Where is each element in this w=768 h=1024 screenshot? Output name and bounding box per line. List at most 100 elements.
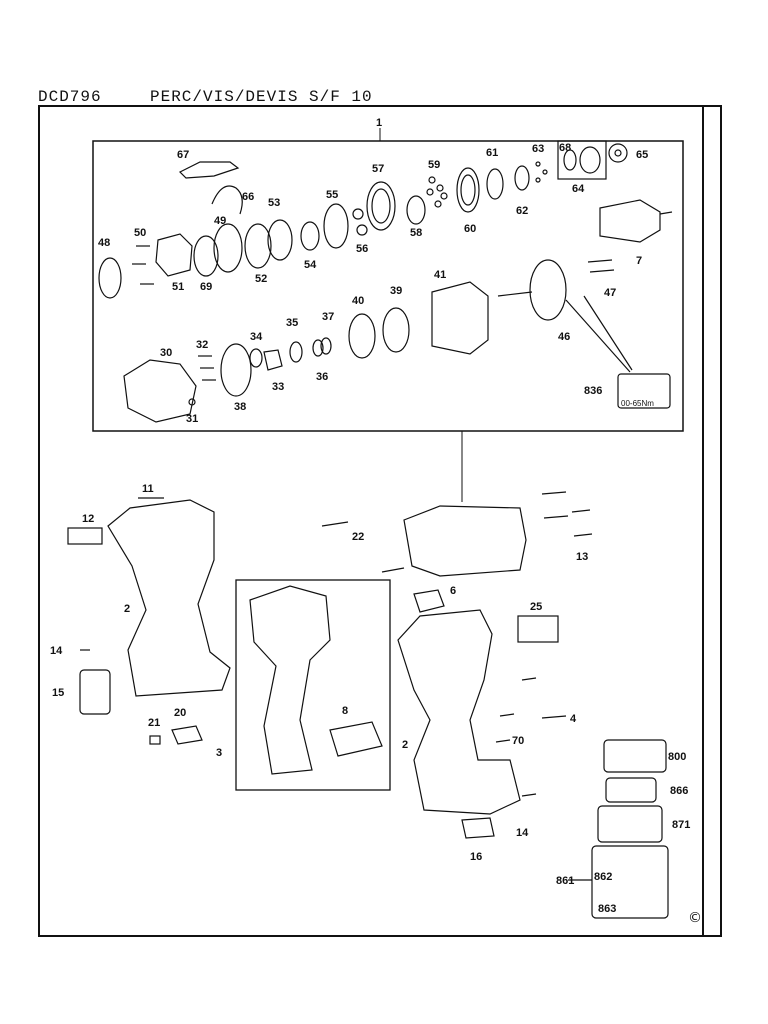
part-7-chuck-tip [659,211,673,215]
callout-14-top: 14 [50,645,63,657]
accessory-871-box [597,805,663,843]
part-21-part [149,735,161,745]
part-35-ring [289,341,303,363]
part-16-part [461,817,495,839]
part-36-ring [320,337,332,355]
part-60-ring [456,167,480,213]
part-55-ring [323,203,349,249]
callout-53: 53 [268,197,280,209]
part-38-ring [220,343,252,397]
callout-55: 55 [326,189,338,201]
part-4-screw [521,677,537,681]
part-34-part [249,348,263,368]
part-13-screw [543,515,569,519]
callout-866: 866 [670,785,688,797]
callout-6: 6 [450,585,456,597]
part-2-drill-body [397,609,521,815]
part-67-clip [178,161,240,179]
callout-48: 48 [98,237,110,249]
part-39-ring [382,307,410,353]
part-33-part [263,349,283,371]
callout-66: 66 [242,191,254,203]
callout-61: 61 [486,147,498,159]
callout-11: 11 [142,483,154,495]
callout-14-bottom: 14 [516,827,529,839]
part-59-ball [434,200,442,208]
part-49-washer [213,223,243,273]
part-56-gear [352,208,364,220]
callout-51: 51 [172,281,184,293]
part-22-pin-b [381,567,405,573]
part-53-plate [267,219,293,261]
part-51-housing [155,233,193,277]
callout-2-housing: 2 [124,603,130,615]
part-4-screw [495,739,511,743]
callout-35: 35 [286,317,298,329]
callout-56: 56 [356,243,368,255]
callout-33: 33 [272,381,284,393]
callout-39: 39 [390,285,402,297]
part-59-ball [436,184,444,192]
part-66-spring [211,185,243,215]
callout-65: 65 [636,149,648,161]
part-68-ring [563,149,577,171]
accessory-861-case [591,845,669,919]
callout-836: 836 [584,385,602,397]
part-8-switch [329,721,383,757]
part-69-plate [193,235,219,277]
part-46-shaft [497,291,533,297]
part-20-part [171,725,203,745]
callout-63: 63 [532,143,544,155]
callout-2-drill: 2 [402,739,408,751]
part-22-pin [321,521,349,527]
callout-25: 25 [530,601,542,613]
torque-spec: 00-65Nm [621,399,654,408]
callout-1: 1 [376,117,382,129]
accessory-866-box [605,777,657,803]
part-6-part [413,589,445,613]
callout-57: 57 [372,163,384,175]
part-836-torque-badge [617,373,671,409]
part-52-ring [244,223,272,269]
part-2-housing-half [107,499,231,697]
callout-16: 16 [470,851,482,863]
part-7-chuck [599,199,661,243]
callout-68: 68 [559,142,571,154]
part-3-handle-assembly [249,585,331,775]
callout-861: 861 [556,875,574,887]
page-frame [38,105,722,937]
part-15-clip [79,669,111,715]
callout-36: 36 [316,371,328,383]
callout-64: 64 [572,183,585,195]
callout-38: 38 [234,401,246,413]
callout-69: 69 [200,281,212,293]
leader-836-a [583,295,633,371]
part-13-screw [573,533,593,537]
callout-30: 30 [160,347,172,359]
part-41-cylinder [431,281,489,355]
part-64-68-box [557,140,607,180]
callout-871: 871 [672,819,690,831]
part-64-bearing [579,146,601,174]
part-65-washer [608,143,628,163]
part-48-disc [98,257,122,299]
callout-8: 8 [342,705,348,717]
callout-7: 7 [636,255,642,267]
copyright-mark: © [688,910,702,926]
callout-40: 40 [352,295,364,307]
callout-37: 37 [322,311,334,323]
part-30-housing [123,359,197,423]
accessory-800-box [603,739,667,773]
leader-836-b [565,299,631,373]
part-47-screw [589,269,615,273]
part-60-ring-inner [460,174,476,206]
callout-49: 49 [214,215,226,227]
callout-54: 54 [304,259,317,271]
callout-62: 62 [516,205,528,217]
gearbox-exploded-box [92,140,684,432]
part-61-gear [486,168,504,200]
part-37-ring [312,339,324,357]
callout-60: 60 [464,223,476,235]
frame-inner-rule [702,107,704,935]
